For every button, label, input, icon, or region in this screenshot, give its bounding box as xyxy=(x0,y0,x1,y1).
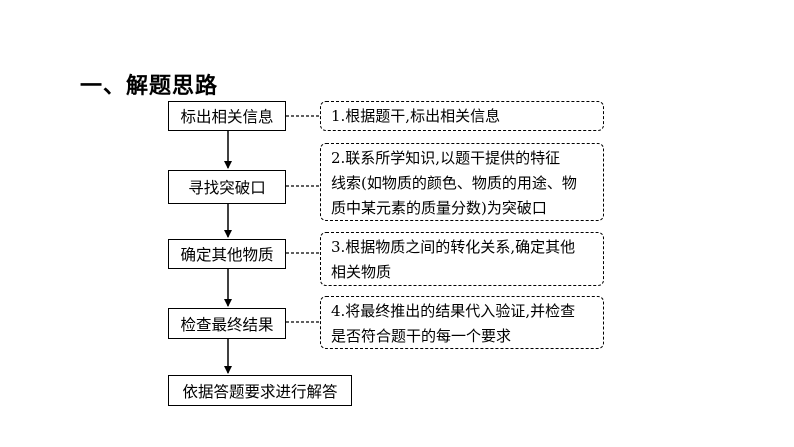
section-heading: 一、解题思路 xyxy=(80,74,219,99)
note-line: 1.根据题干,标出相关信息 xyxy=(331,107,501,125)
step-label: 标出相关信息 xyxy=(180,108,274,126)
note-box-1: 1.根据题干,标出相关信息 xyxy=(320,101,604,131)
step-box-check-result: 检查最终结果 xyxy=(168,308,286,339)
step-label: 检查最终结果 xyxy=(180,315,274,334)
note-line: 4.将最终推出的结果代入验证,并检查 xyxy=(331,302,576,320)
note-line: 线索(如物质的颜色、物质的用途、物 xyxy=(331,174,577,192)
step-box-answer: 依据答题要求进行解答 xyxy=(168,375,352,406)
step-label: 依据答题要求进行解答 xyxy=(182,382,338,401)
step-label: 寻找突破口 xyxy=(188,179,266,197)
note-line: 相关物质 xyxy=(331,263,392,281)
note-box-2: 2.联系所学知识,以题干提供的特征 线索(如物质的颜色、物质的用途、物 质中某元… xyxy=(320,143,604,221)
note-line: 质中某元素的质量分数)为突破口 xyxy=(331,199,547,217)
step-box-mark-info: 标出相关信息 xyxy=(168,101,286,131)
note-line: 2.联系所学知识,以题干提供的特征 xyxy=(331,149,561,167)
note-line: 是否符合题干的每一个要求 xyxy=(331,327,512,345)
step-label: 确定其他物质 xyxy=(180,246,274,264)
note-box-4: 4.将最终推出的结果代入验证,并检查 是否符合题干的每一个要求 xyxy=(320,296,604,349)
step-box-find-breakthrough: 寻找突破口 xyxy=(168,170,286,204)
note-box-3: 3.根据物质之间的转化关系,确定其他 相关物质 xyxy=(320,232,604,286)
step-box-determine-substances: 确定其他物质 xyxy=(168,239,286,269)
note-line: 3.根据物质之间的转化关系,确定其他 xyxy=(331,238,576,256)
